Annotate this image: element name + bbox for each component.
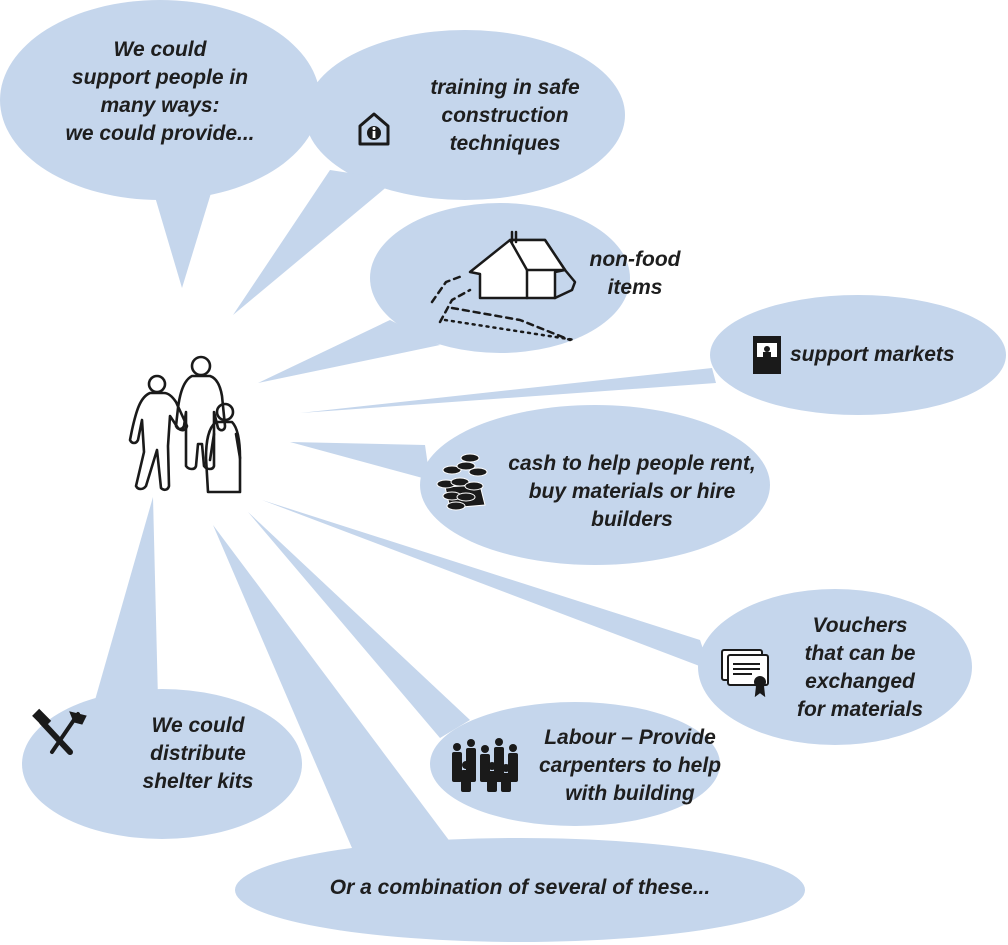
bubble-text-training: training in safe construction techniques	[430, 76, 580, 155]
bubble-text-shelter-kits: We could distribute shelter kits	[142, 714, 254, 793]
coins-icon	[436, 453, 488, 511]
bubble-labour	[430, 702, 720, 826]
bubble-text-nonfood: non-food items	[589, 248, 681, 299]
bubble-vouchers	[698, 589, 972, 745]
bubble-markets	[710, 295, 1006, 415]
bubble-nonfood-tail	[258, 320, 440, 383]
bubble-training	[305, 30, 625, 200]
bubble-vouchers-tail	[262, 500, 710, 670]
bubble-intro	[0, 0, 320, 200]
bubble-text-vouchers: Vouchers that can be exchanged for mater…	[796, 614, 924, 721]
bubble-labour-tail	[248, 512, 470, 738]
people-group-icon	[452, 738, 518, 792]
bubble-combination-tail	[213, 525, 460, 855]
bubble-text-intro: We could support people in many ways: we…	[65, 38, 255, 145]
hammer-saw-icon	[32, 708, 87, 755]
bubble-cash-tail	[290, 442, 430, 480]
bubble-cash	[420, 405, 770, 565]
bubble-markets-tail	[300, 368, 716, 413]
bubble-text-combination: Or a combination of several of these...	[329, 876, 711, 899]
bubble-combination	[235, 838, 805, 942]
bubble-training-tail	[233, 170, 395, 315]
voucher-icon	[721, 649, 769, 698]
bubble-shelter-kits	[22, 689, 302, 839]
bubble-shelter-kits-tail	[95, 497, 158, 700]
bubble-intro-tail	[150, 180, 215, 288]
market-stall-icon	[753, 336, 781, 374]
house-sketch-icon	[430, 230, 577, 342]
house-info-icon	[358, 112, 390, 146]
bubble-text-markets: support markets	[790, 343, 955, 366]
bubble-text-labour: Labour – Provide carpenters to help with…	[538, 726, 722, 805]
family-icon	[128, 355, 242, 494]
bubble-text-cash: cash to help people rent, buy materials …	[508, 452, 756, 531]
